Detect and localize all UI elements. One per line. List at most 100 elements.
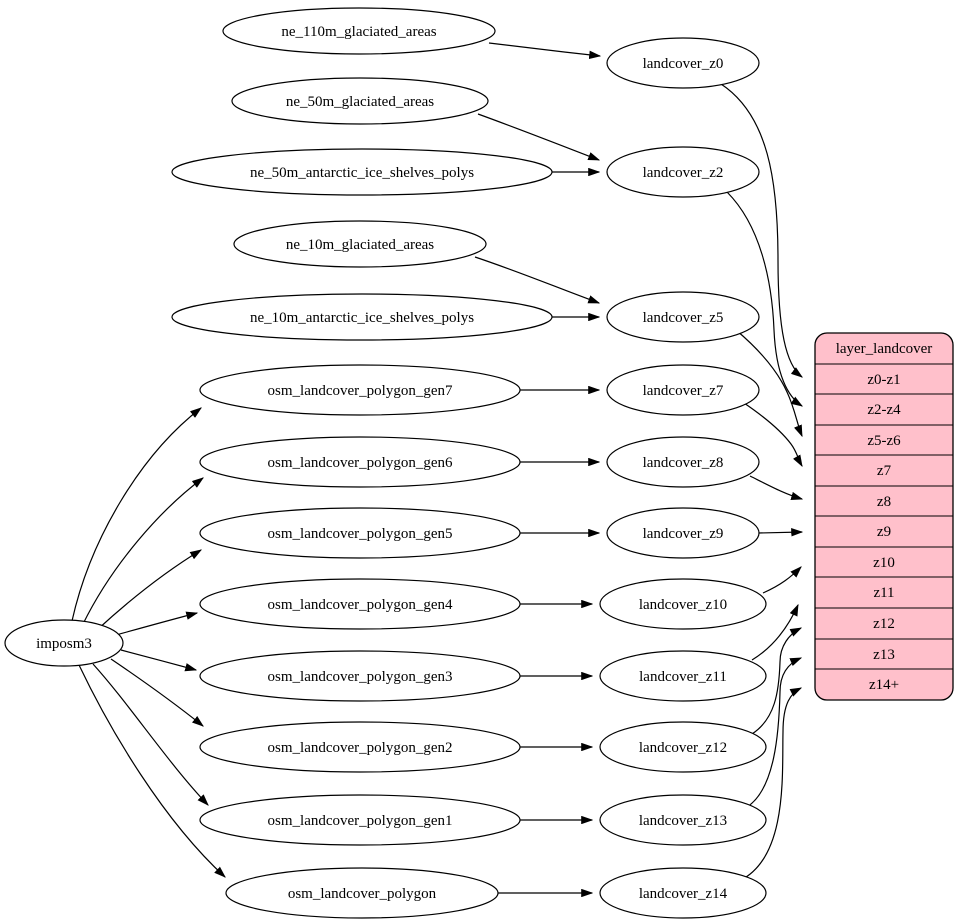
edge-imposm3-to-gen2 — [110, 658, 204, 727]
ne-50m-antarctic-ice-shelves-polys-label: ne_50m_antarctic_ice_shelves_polys — [250, 165, 474, 181]
edge-z10-to-row-z10 — [762, 566, 802, 594]
table-row-z9: z9 — [877, 524, 891, 540]
landcover-z10-ellipse — [599, 578, 767, 630]
landcover-z0-ellipse — [606, 37, 760, 89]
landcover-z11-label: landcover_z11 — [639, 669, 727, 685]
node-landcover-z14: landcover_z14 — [599, 867, 767, 919]
edge-imposm3-to-gen5 — [96, 549, 203, 631]
edge-imposm3-to-gen1 — [92, 663, 209, 806]
ne-110m-glaciated-areas-label: ne_110m_glaciated_areas — [281, 24, 436, 40]
table-row-z11: z11 — [873, 585, 894, 601]
osm-landcover-polygon-gen2-label: osm_landcover_polygon_gen2 — [268, 740, 453, 756]
osm-landcover-polygon-gen5-label: osm_landcover_polygon_gen5 — [268, 526, 453, 542]
node-osm-landcover-polygon: osm_landcover_polygon — [225, 867, 499, 919]
node-osm-landcover-polygon-gen5: osm_landcover_polygon_gen5 — [199, 507, 521, 559]
osm-landcover-polygon-gen7-ellipse — [199, 364, 521, 416]
node-ne-50m-antarctic-ice-shelves-polys: ne_50m_antarctic_ice_shelves_polys — [171, 148, 553, 196]
edge-imposm3-to-gen3 — [120, 649, 198, 672]
edge-group — [71, 42, 804, 898]
landcover-z0-label: landcover_z0 — [643, 56, 724, 72]
ne-50m-glaciated-areas-label: ne_50m_glaciated_areas — [286, 94, 434, 110]
imposm3-ellipse — [4, 619, 124, 667]
landcover-z8-label: landcover_z8 — [643, 455, 724, 471]
osm-landcover-polygon-gen7-label: osm_landcover_polygon_gen7 — [268, 383, 453, 399]
landcover-z14-ellipse — [599, 867, 767, 919]
edge-imposm3-to-polygon — [78, 664, 226, 878]
landcover-z9-label: landcover_z9 — [643, 526, 724, 542]
landcover-z7-label: landcover_z7 — [643, 383, 724, 399]
edge-z9-to-row-z9 — [758, 528, 804, 537]
node-osm-landcover-polygon-gen7: osm_landcover_polygon_gen7 — [199, 364, 521, 416]
node-landcover-z13: landcover_z13 — [599, 794, 767, 846]
node-landcover-z5: landcover_z5 — [606, 291, 760, 343]
node-osm-landcover-polygon-gen3: osm_landcover_polygon_gen3 — [199, 650, 521, 702]
osm-landcover-polygon-gen5-ellipse — [199, 507, 521, 559]
imposm3-label: imposm3 — [36, 636, 92, 652]
node-landcover-z11: landcover_z11 — [599, 650, 767, 702]
table-row-z8: z8 — [877, 494, 891, 510]
osm-landcover-polygon-gen6-ellipse — [199, 436, 521, 488]
node-landcover-z10: landcover_z10 — [599, 578, 767, 630]
ne-50m-glaciated-areas-ellipse — [231, 77, 489, 125]
landcover-z12-ellipse — [599, 721, 767, 773]
landcover-z12-label: landcover_z12 — [639, 740, 727, 756]
landcover-z11-ellipse — [599, 650, 767, 702]
node-landcover-z8: landcover_z8 — [606, 436, 760, 488]
ne-10m-glaciated-areas-ellipse — [233, 220, 487, 268]
table-row-z10: z10 — [873, 555, 895, 571]
edge-imposm3-to-gen6 — [82, 477, 204, 625]
node-landcover-z7: landcover_z7 — [606, 364, 760, 416]
edge-z5-to-row-z5-z6 — [735, 329, 803, 438]
edge-z14-to-row-z14plus — [740, 687, 803, 881]
ne-50m-antarctic-ice-shelves-polys-ellipse — [171, 148, 553, 196]
edge-imposm3-to-gen4 — [115, 611, 199, 636]
osm-landcover-polygon-gen4-label: osm_landcover_polygon_gen4 — [268, 597, 453, 613]
osm-landcover-polygon-gen1-ellipse — [199, 794, 521, 846]
edge-z7-to-row-z7 — [743, 402, 803, 468]
osm-landcover-polygon-gen4-ellipse — [199, 578, 521, 630]
layer-landcover-table: layer_landcover z0-z1 z2-z4 z5-z6 z7 z8 … — [814, 332, 954, 701]
edge-ne110m-glaciated-to-z0 — [488, 42, 602, 60]
landcover-z2-ellipse — [606, 146, 760, 198]
osm-landcover-polygon-gen6-label: osm_landcover_polygon_gen6 — [268, 455, 453, 471]
osm-landcover-polygon-ellipse — [225, 867, 499, 919]
osm-landcover-polygon-gen2-ellipse — [199, 721, 521, 773]
ne-110m-glaciated-areas-ellipse — [222, 7, 496, 55]
osm-landcover-polygon-gen1-label: osm_landcover_polygon_gen1 — [268, 813, 453, 829]
node-osm-landcover-polygon-gen1: osm_landcover_polygon_gen1 — [199, 794, 521, 846]
node-osm-landcover-polygon-gen4: osm_landcover_polygon_gen4 — [199, 578, 521, 630]
table-row-z5-z6: z5-z6 — [867, 433, 901, 449]
edge-z11-to-row-z11 — [751, 603, 799, 661]
table-row-z7: z7 — [877, 463, 892, 479]
edge-z13-to-row-z13 — [746, 657, 803, 808]
table-row-z0-z1: z0-z1 — [867, 372, 900, 388]
landcover-z10-label: landcover_z10 — [639, 597, 727, 613]
node-ne-110m-glaciated-areas: ne_110m_glaciated_areas — [222, 7, 496, 55]
edge-z0-to-row-z0-z1 — [720, 83, 803, 378]
landcover-z13-label: landcover_z13 — [639, 813, 727, 829]
landcover-z14-label: landcover_z14 — [639, 886, 728, 902]
node-osm-landcover-polygon-gen2: osm_landcover_polygon_gen2 — [199, 721, 521, 773]
landcover-z5-ellipse — [606, 291, 760, 343]
edge-imposm3-to-gen7 — [71, 407, 202, 622]
node-ne-10m-glaciated-areas: ne_10m_glaciated_areas — [233, 220, 487, 268]
table-row-z14plus: z14+ — [869, 677, 899, 693]
node-landcover-z0: landcover_z0 — [606, 37, 760, 89]
edge-ne50m-glaciated-to-z2 — [477, 113, 601, 161]
landcover-z13-ellipse — [599, 794, 767, 846]
table-row-z2-z4: z2-z4 — [867, 402, 901, 418]
node-landcover-z2: landcover_z2 — [606, 146, 760, 198]
node-landcover-z12: landcover_z12 — [599, 721, 767, 773]
landcover-z8-ellipse — [606, 436, 760, 488]
ne-10m-glaciated-areas-label: ne_10m_glaciated_areas — [286, 237, 434, 253]
node-ne-10m-antarctic-ice-shelves-polys: ne_10m_antarctic_ice_shelves_polys — [171, 293, 553, 341]
table-row-z13: z13 — [873, 647, 895, 663]
osm-landcover-polygon-gen3-ellipse — [199, 650, 521, 702]
table-title: layer_landcover — [836, 341, 933, 357]
edge-z12-to-row-z12 — [751, 627, 803, 735]
ne-10m-antarctic-ice-shelves-polys-ellipse — [171, 293, 553, 341]
node-landcover-z9: landcover_z9 — [606, 507, 760, 559]
landcover-z5-label: landcover_z5 — [643, 310, 724, 326]
